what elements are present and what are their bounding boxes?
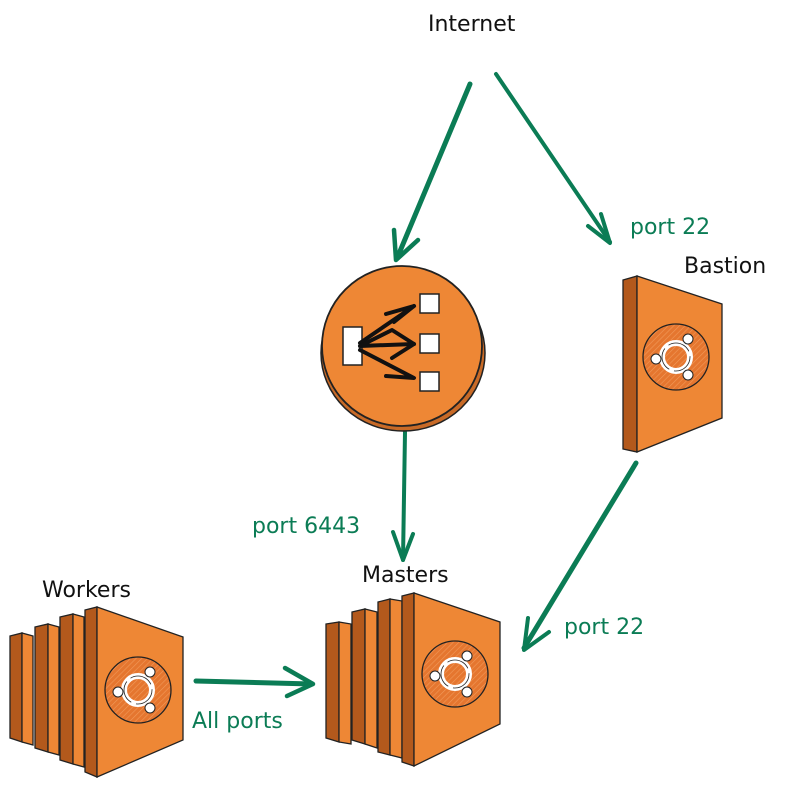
arrow-bastion-to-masters (521, 460, 639, 652)
ubuntu-logo-icon (105, 657, 171, 723)
arrow-load-balancer-to-masters (391, 430, 415, 562)
edge-label-bastion-masters: port 22 (564, 615, 645, 640)
internet-label: Internet (428, 12, 516, 37)
load-balancer-icon[interactable] (320, 265, 486, 432)
masters-instance-group-icon[interactable] (325, 592, 501, 768)
arrow-internet-to-load-balancer (391, 81, 473, 263)
bastion-instance-icon[interactable] (622, 275, 723, 453)
workers-instance-group-icon[interactable] (9, 606, 184, 778)
edge-label-workers-masters: All ports (192, 709, 283, 734)
edge-label-lb-masters: port 6443 (252, 514, 361, 539)
arrow-workers-to-masters (193, 665, 316, 699)
masters-label: Masters (362, 563, 449, 588)
ubuntu-logo-icon (422, 641, 488, 707)
ubuntu-logo-icon (643, 324, 709, 390)
bastion-label: Bastion (684, 254, 767, 279)
workers-label: Workers (42, 578, 131, 603)
edge-label-internet-bastion: port 22 (630, 215, 711, 240)
arrow-internet-to-bastion (494, 72, 612, 245)
